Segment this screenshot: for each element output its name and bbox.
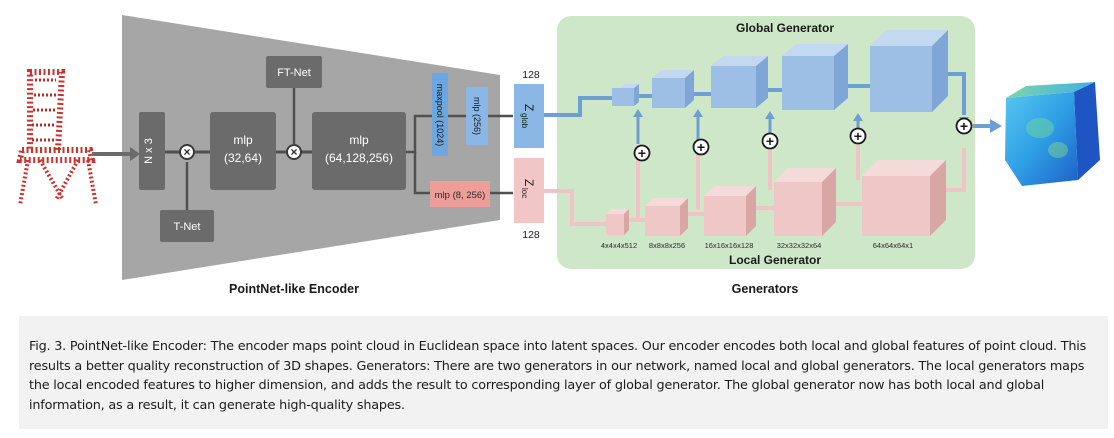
global-cube-1 [612, 84, 639, 106]
tnet-label: T-Net [174, 221, 201, 233]
mlp2-dims: (64,128,256) [325, 151, 393, 165]
local-size-label-1: 4x4x4x512 [601, 241, 637, 250]
maxpool-label: maxpool (1024) [435, 84, 445, 147]
local-cube-4 [774, 168, 836, 236]
local-cube-1 [606, 209, 629, 235]
multiply-op-1 [179, 144, 195, 160]
mlp-256-label: mlp (256) [472, 97, 482, 135]
z-glob-node [514, 84, 544, 148]
maxpool-node [432, 73, 448, 156]
nx3-node [139, 112, 165, 190]
global-cube-5 [870, 30, 948, 112]
local-cube-2 [645, 198, 688, 236]
plus-op-1: + [633, 144, 651, 162]
plus-op-4: + [849, 127, 867, 145]
mlp2-title: mlp [349, 133, 369, 147]
local-cube-3 [704, 186, 756, 236]
global-cube-2 [652, 70, 694, 108]
z-loc-subscript: loc [520, 188, 529, 198]
multiply-op-2-symbol: × [290, 145, 297, 159]
local-size-label-3: 16x16x16x128 [705, 241, 754, 250]
mlp-64-128-256-node [312, 112, 406, 190]
global-generator-title: Global Generator [736, 21, 834, 35]
z-glob-letter: Z [522, 104, 536, 111]
ftnet-label: FT-Net [277, 67, 311, 79]
local-cube-5 [862, 160, 946, 236]
z-loc-dim: 128 [522, 229, 540, 241]
encoder-title: PointNet-like Encoder [229, 282, 359, 296]
z-loc-node [514, 158, 544, 223]
generators-title: Generators [732, 282, 799, 296]
svg-text:+: + [638, 145, 646, 161]
mlp1-dims: (32,64) [224, 151, 262, 165]
z-glob-dim: 128 [522, 69, 540, 81]
output-voxel-cube [1005, 82, 1100, 186]
svg-text:+: + [766, 133, 774, 149]
plus-op-5: + [955, 117, 973, 135]
mlp-32-64-node [210, 112, 276, 190]
tnet-node [160, 210, 214, 242]
local-size-label-4: 32x32x32x64 [777, 241, 822, 250]
svg-text:+: + [960, 118, 968, 134]
mlp-8-256-node [430, 181, 490, 207]
global-cube-4 [782, 44, 848, 110]
z-loc-letter: Z [522, 179, 536, 186]
figure-caption: Fig. 3. PointNet-like Encoder: The encod… [19, 316, 1108, 429]
svg-text:+: + [854, 128, 862, 144]
encoder-background [122, 15, 500, 280]
global-cube-3 [711, 56, 768, 108]
mlp-256-node [466, 87, 488, 145]
input-point-cloud-chair [16, 69, 98, 206]
mlp1-title: mlp [233, 133, 253, 147]
multiply-op-1-symbol: × [183, 145, 190, 159]
local-size-label-2: 8x8x8x256 [649, 241, 685, 250]
nx3-label: N x 3 [143, 138, 155, 164]
z-glob-subscript: glob [520, 113, 529, 129]
plus-op-3: + [761, 132, 779, 150]
mlp-local-label: mlp (8, 256) [435, 190, 486, 201]
local-size-label-5: 64x64x64x1 [873, 241, 913, 250]
svg-text:+: + [697, 139, 705, 155]
ftnet-node [266, 56, 322, 88]
local-generator-title: Local Generator [729, 253, 821, 267]
architecture-diagram: N x 3 T-Net × mlp (32,64) × FT-Net mlp (… [16, 15, 1100, 296]
plus-op-2: + [692, 138, 710, 156]
